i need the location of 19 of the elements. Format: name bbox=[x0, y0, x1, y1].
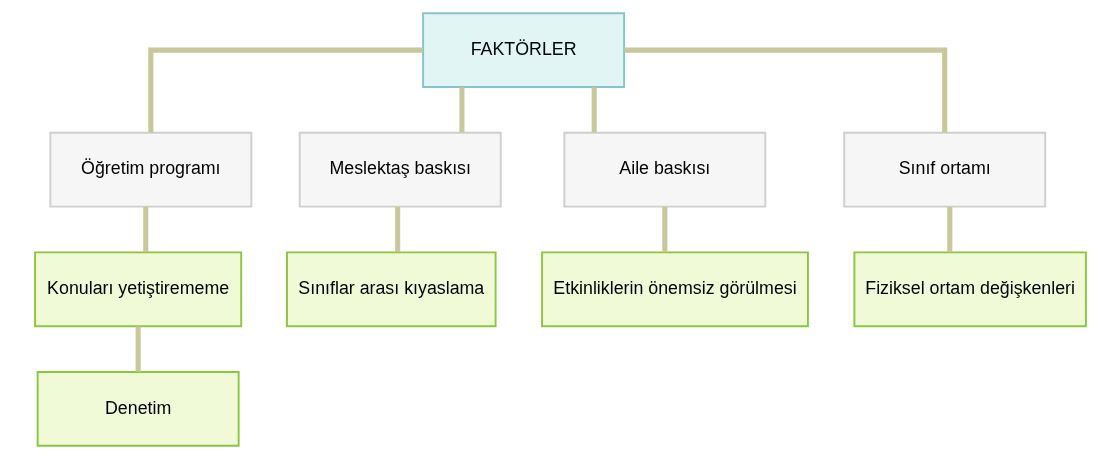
connector bbox=[135, 326, 141, 372]
node-box: Sınıflar arası kıyaslama bbox=[285, 251, 497, 328]
connector bbox=[946, 206, 952, 253]
connector bbox=[623, 47, 947, 133]
node-box: FAKTÖRLER bbox=[421, 12, 625, 88]
node-box: Denetim bbox=[36, 371, 240, 447]
node-box: Etkinliklerin önemsiz görülmesi bbox=[540, 251, 809, 328]
node-box: Sınıf ortamı bbox=[842, 131, 1046, 208]
connector bbox=[661, 206, 667, 253]
node-box: Aile baskısı bbox=[562, 131, 766, 208]
connector bbox=[458, 87, 464, 133]
node-box: Öğretim programı bbox=[48, 131, 252, 208]
connector bbox=[394, 206, 400, 253]
connector bbox=[142, 206, 148, 253]
connector bbox=[591, 87, 597, 133]
connector bbox=[147, 47, 423, 133]
node-box: Konuları yetiştirememe bbox=[33, 251, 242, 328]
node-box: Meslektaş baskısı bbox=[298, 131, 502, 208]
node-box: Fiziksel ortam değişkenleri bbox=[852, 251, 1087, 328]
